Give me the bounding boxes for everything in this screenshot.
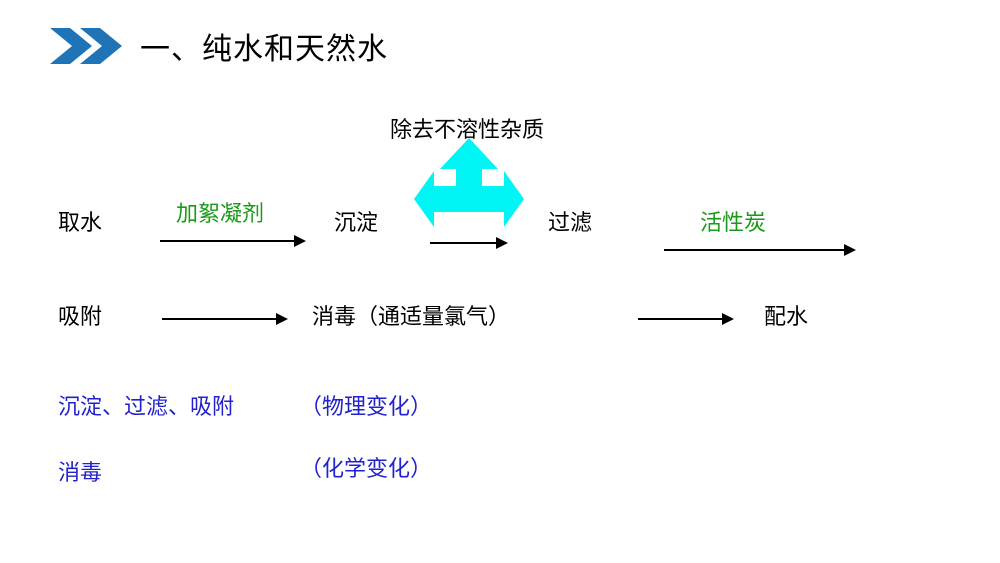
summary-physical-steps: 沉淀、过滤、吸附	[58, 394, 235, 419]
double-chevron-right-icon	[48, 26, 124, 66]
flow-step-distribution: 配水	[764, 304, 809, 329]
flow-step-disinfection: 消毒（通适量氯气）	[312, 306, 510, 328]
flow-label-activated-carbon: 活性炭	[700, 210, 767, 235]
disinfection-suffix: ）	[488, 304, 511, 329]
flow-arrow-adsorption-to-disinfection	[162, 313, 288, 325]
summary-physical-label: （物理变化）	[300, 394, 433, 419]
slide-title-row: 一、纯水和天然水	[48, 24, 388, 68]
three-way-arrow-up-left-right-icon	[414, 138, 524, 230]
disinfection-highlight-chlorine: 氯气	[444, 304, 489, 329]
summary-chemical-steps: 消毒	[58, 460, 103, 485]
flow-arrow-disinfection-to-distribution	[638, 313, 734, 325]
disinfection-prefix: 消毒（通适量	[312, 304, 445, 329]
flow-label-flocculant: 加絮凝剂	[176, 201, 265, 226]
summary-chemical-label: （化学变化）	[300, 456, 433, 481]
flow-arrow-sedimentation-to-filtration	[430, 237, 508, 249]
diagram-top-caption: 除去不溶性杂质	[390, 117, 545, 142]
flow-arrow-filtration-to-adsorption	[664, 244, 856, 256]
flow-arrow-intake-to-sedimentation	[160, 235, 306, 247]
flow-step-intake: 取水	[58, 210, 103, 235]
flow-step-adsorption: 吸附	[58, 304, 103, 329]
flow-step-sedimentation: 沉淀	[334, 210, 379, 235]
page-title: 一、纯水和天然水	[140, 33, 388, 66]
flow-step-filtration: 过滤	[548, 210, 593, 235]
